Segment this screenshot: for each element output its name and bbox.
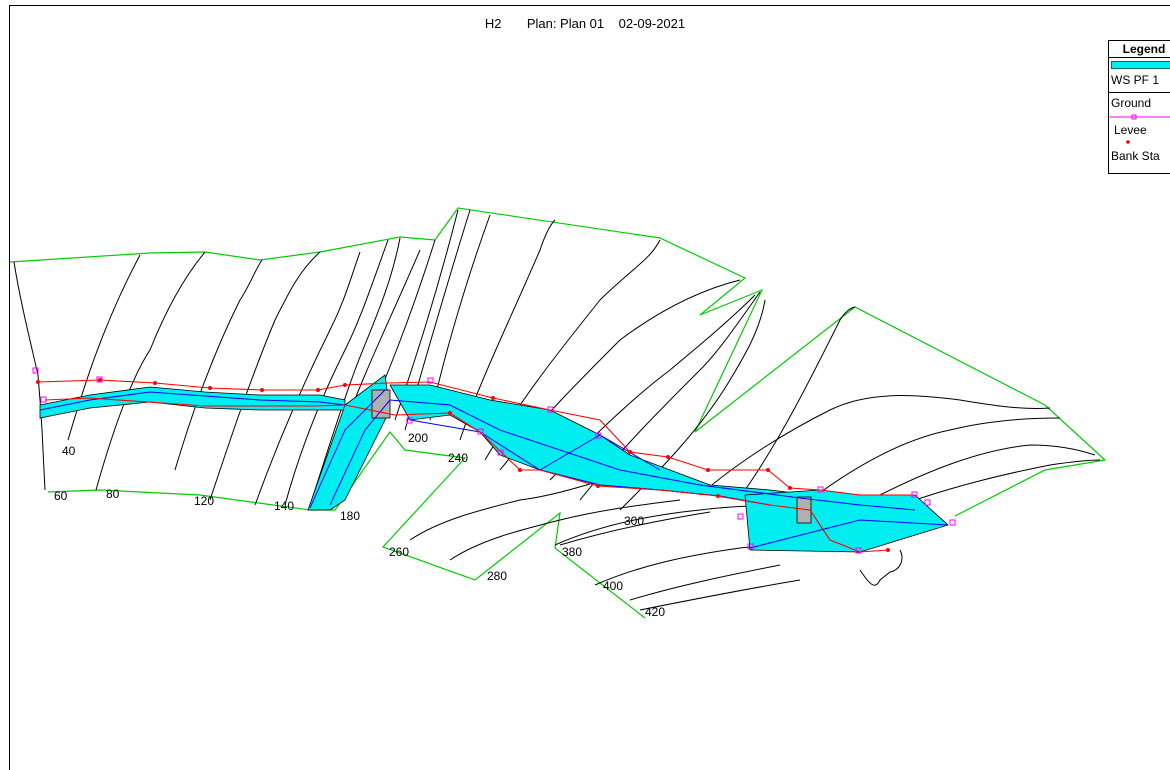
legend-title: Legend [1109,41,1170,58]
station-labels: 40 60 80 120 140 180 200 240 260 280 300… [54,431,665,619]
legend-label-bank: Bank Sta [1111,149,1160,163]
legend-row-bank: Bank Sta [1109,149,1170,169]
plot-frame [9,5,1170,770]
legend: Legend WS PF 1 Ground Levee Bank Sta [1108,40,1170,174]
station-label: 200 [408,431,428,445]
legend-row-ws-label: WS PF 1 [1109,72,1170,92]
station-label: 40 [62,444,76,458]
station-label: 400 [603,579,623,593]
legend-row-ws [1109,58,1170,72]
bridge-block-2 [796,496,812,524]
legend-label-ground: Ground [1111,96,1152,110]
station-label: 60 [54,489,68,503]
ground-markers [32,367,956,554]
water-middle-reach [389,384,821,511]
legend-row-levee: Levee [1109,123,1170,149]
right-bank-line [44,397,889,553]
station-label: 120 [194,494,214,508]
water-lower-reach [744,489,949,553]
ground-line-icon [1109,114,1170,120]
legend-label-levee: Levee [1114,123,1147,137]
downstream-boundary [47,431,646,619]
legend-label-ws: WS PF 1 [1111,73,1160,87]
station-label: 140 [274,499,294,513]
bank-stations [37,379,913,553]
plot-title: H2 Plan: Plan 01 02-09-2021 [0,16,1170,31]
station-label: 380 [562,545,582,559]
water-upper-reach [39,386,346,419]
levee-point-icon [1126,140,1130,144]
plot-title-plan: Plan: Plan 01 [526,16,605,31]
station-label: 280 [487,569,507,583]
plot-title-date: 02-09-2021 [618,16,686,31]
station-label: 420 [645,605,665,619]
station-label: 240 [448,451,468,465]
water-surface-swatch [1111,61,1170,69]
station-label: 260 [389,545,409,559]
water-surface [39,374,949,553]
upstream-boundary [9,207,1107,517]
plot-title-name: H2 [484,16,502,31]
structures [371,389,812,524]
station-label: 300 [624,514,644,528]
legend-row-ground: Ground [1109,93,1170,123]
levee-points [36,378,890,552]
reach-boundary [9,207,1107,619]
station-label: 80 [106,487,120,501]
left-bank-line [37,379,913,496]
station-label: 180 [340,509,360,523]
flow-lines [39,389,949,549]
